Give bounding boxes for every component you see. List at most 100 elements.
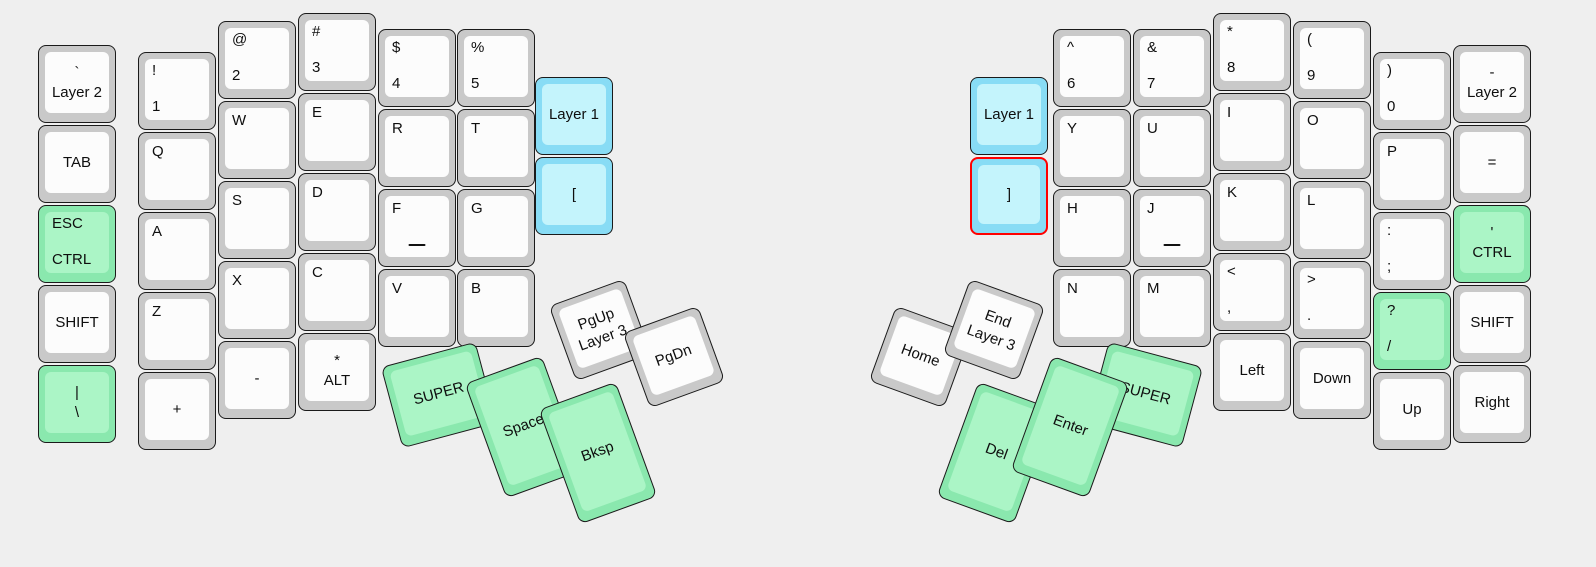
key-r-c1-r0[interactable]: ^6 (1053, 29, 1131, 107)
key-legend-main: PgDn (652, 341, 694, 370)
key-legend-shifted: # (312, 23, 321, 40)
key-legend-main: TAB (62, 153, 92, 171)
key-legend-main: S (232, 192, 243, 209)
key-r-c6-r0[interactable]: -Layer 2 (1453, 45, 1531, 123)
keycap: D (305, 180, 369, 241)
key-r-c4-r3[interactable]: >. (1293, 261, 1371, 339)
key-l-c5-r0[interactable]: %5 (457, 29, 535, 107)
key-legend-main: Q (152, 143, 164, 160)
key-l-c4-r0[interactable]: $4 (378, 29, 456, 107)
key-l-c3-r1[interactable]: E (298, 93, 376, 171)
keycap: G (464, 196, 528, 257)
key-legend-shifted: & (1147, 39, 1158, 56)
key-l-c0-r3[interactable]: SHIFT (38, 285, 116, 363)
key-legend-shifted: > (1307, 271, 1316, 288)
key-l-c3-r3[interactable]: C (298, 253, 376, 331)
key-legend-main: 2 (232, 66, 241, 84)
key-r-c3-r2[interactable]: K (1213, 173, 1291, 251)
keycap: (9 (1300, 28, 1364, 89)
key-r-c4-r1[interactable]: O (1293, 101, 1371, 179)
keycap: B (464, 276, 528, 337)
key-r-c3-r3[interactable]: <, (1213, 253, 1291, 331)
key-r-c5-r0[interactable]: )0 (1373, 52, 1451, 130)
key-l-c1-r0[interactable]: !1 (138, 52, 216, 130)
keycap: S (225, 188, 289, 249)
key-l-c4-r1[interactable]: R (378, 109, 456, 187)
key-r-c1-r2[interactable]: H (1053, 189, 1131, 267)
key-r-c3-r1[interactable]: I (1213, 93, 1291, 171)
key-l-c4-r3[interactable]: V (378, 269, 456, 347)
key-l-c2-r4[interactable]: - (218, 341, 296, 419)
key-l-c2-r0[interactable]: @2 (218, 21, 296, 99)
key-l-c1-r2[interactable]: A (138, 212, 216, 290)
key-r-c5-r2[interactable]: :; (1373, 212, 1451, 290)
key-legend-main: O (1307, 112, 1319, 129)
key-r-c2-r2[interactable]: J (1133, 189, 1211, 267)
key-r-c2-r1[interactable]: U (1133, 109, 1211, 187)
key-r-c5-r1[interactable]: P (1373, 132, 1451, 210)
key-l-c1-r4[interactable]: + (138, 372, 216, 450)
key-r-t-enter[interactable]: Enter (1010, 355, 1130, 499)
key-l-c3-r2[interactable]: D (298, 173, 376, 251)
keycap: >. (1300, 268, 1364, 329)
key-l-c3-r0[interactable]: #3 (298, 13, 376, 91)
key-r-c6-r4[interactable]: Right (1453, 365, 1531, 443)
key-legend-main: 9 (1307, 66, 1316, 84)
key-legend-top: * (334, 352, 340, 370)
key-r-c6-r2[interactable]: 'CTRL (1453, 205, 1531, 283)
keycap: L (1300, 188, 1364, 249)
keycap: Layer 1 (542, 84, 606, 145)
key-legend-main: A (152, 223, 163, 240)
key-legend-main: 0 (1387, 97, 1396, 115)
key-r-c0-r0[interactable]: Layer 1 (970, 77, 1048, 155)
key-l-c1-r1[interactable]: Q (138, 132, 216, 210)
key-r-c5-r3[interactable]: ?/ (1373, 292, 1451, 370)
keycap: )0 (1380, 59, 1444, 120)
keycap: P (1380, 139, 1444, 200)
key-l-c5-r2[interactable]: G (457, 189, 535, 267)
keycap: SHIFT (1460, 292, 1524, 353)
key-l-c5-r3[interactable]: B (457, 269, 535, 347)
key-l-c3-r4[interactable]: *ALT (298, 333, 376, 411)
key-l-c1-r3[interactable]: Z (138, 292, 216, 370)
key-l-c0-r4[interactable]: |\ (38, 365, 116, 443)
key-l-t-bksp[interactable]: Bksp (538, 381, 658, 525)
key-legend-main: SHIFT (55, 313, 99, 331)
key-legend-main: M (1147, 280, 1160, 297)
key-l-c0-r0[interactable]: `Layer 2 (38, 45, 116, 123)
key-legend-shifted: @ (232, 31, 248, 48)
key-r-c6-r1[interactable]: = (1453, 125, 1531, 203)
key-r-c4-r0[interactable]: (9 (1293, 21, 1371, 99)
key-l-c5-r1[interactable]: T (457, 109, 535, 187)
key-legend-main: \ (74, 403, 80, 421)
key-l-c2-r1[interactable]: W (218, 101, 296, 179)
key-r-c1-r3[interactable]: N (1053, 269, 1131, 347)
key-r-c3-r4[interactable]: Left (1213, 333, 1291, 411)
keycap: 'CTRL (1460, 212, 1524, 273)
key-l-c0-r1[interactable]: TAB (38, 125, 116, 203)
key-r-c6-r3[interactable]: SHIFT (1453, 285, 1531, 363)
key-legend-main: 1 (152, 97, 161, 115)
keycap: Up (1380, 379, 1444, 440)
key-r-c4-r4[interactable]: Down (1293, 341, 1371, 419)
key-r-c2-r0[interactable]: &7 (1133, 29, 1211, 107)
key-l-c6-r0[interactable]: Layer 1 (535, 77, 613, 155)
key-r-c0-r1[interactable]: ] (970, 157, 1048, 235)
key-l-c2-r2[interactable]: S (218, 181, 296, 259)
key-l-c4-r2[interactable]: F (378, 189, 456, 267)
key-r-c4-r2[interactable]: L (1293, 181, 1371, 259)
keycap: E (305, 100, 369, 161)
key-r-c5-r4[interactable]: Up (1373, 372, 1451, 450)
key-r-c2-r3[interactable]: M (1133, 269, 1211, 347)
key-l-c6-r1[interactable]: [ (535, 157, 613, 235)
key-legend-main: Home (898, 340, 943, 371)
keycap: <, (1220, 260, 1284, 321)
keycap: [ (542, 164, 606, 225)
key-r-c3-r0[interactable]: *8 (1213, 13, 1291, 91)
homing-bar (1163, 243, 1181, 246)
keycap: |\ (45, 372, 109, 433)
keycap: M (1140, 276, 1204, 337)
key-r-c1-r1[interactable]: Y (1053, 109, 1131, 187)
key-l-c2-r3[interactable]: X (218, 261, 296, 339)
